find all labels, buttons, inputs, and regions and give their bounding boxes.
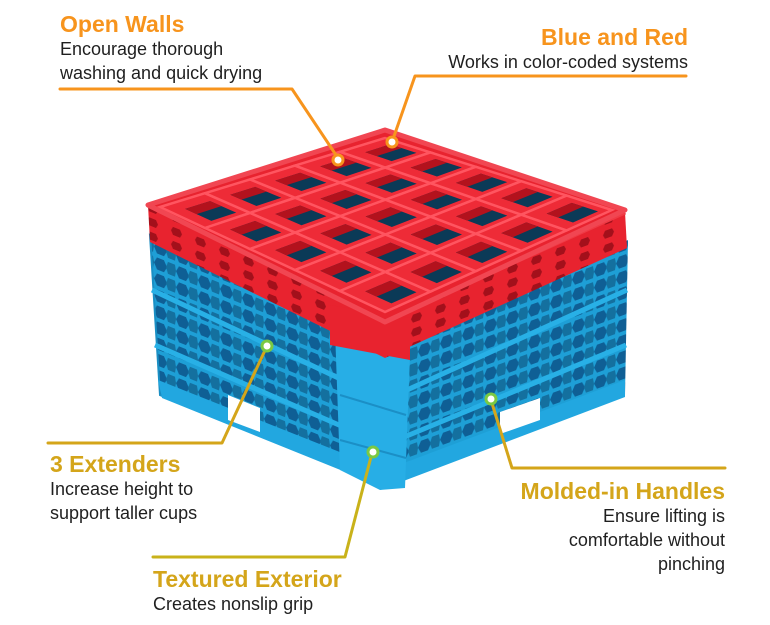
callout-textured-exterior: Textured Exterior Creates nonslip grip <box>153 566 342 616</box>
callout-desc-line: Ensure lifting is <box>602 506 725 526</box>
callout-desc-line: washing and quick drying <box>60 63 263 83</box>
callout-desc-line: support taller cups <box>50 503 198 523</box>
leader-molded-in-handles <box>489 398 727 470</box>
dot-molded-in-handles-icon <box>484 392 498 406</box>
leader-open-walls <box>58 87 340 160</box>
callout-title: Blue and Red <box>541 24 688 50</box>
callout-blue-and-red: Blue and Red Works in color-coded system… <box>448 24 688 74</box>
compartment-cells <box>156 136 616 314</box>
dot-textured-exterior-icon <box>366 445 380 459</box>
dot-blue-and-red-icon <box>385 135 399 149</box>
callout-desc-line: Increase height to <box>50 479 194 499</box>
dot-3-extenders-icon <box>260 339 274 353</box>
callout-desc-line: comfortable without <box>568 530 725 550</box>
dot-open-walls-icon <box>331 153 345 167</box>
callout-desc-line: Creates nonslip grip <box>153 594 314 614</box>
callout-title: 3 Extenders <box>50 451 181 477</box>
leader-3-extenders <box>46 344 269 445</box>
callout-leaders <box>46 74 727 559</box>
callout-title: Open Walls <box>60 11 185 37</box>
blue-extenders-right-face <box>383 240 629 488</box>
callout-title: Molded-in Handles <box>520 478 725 504</box>
callout-desc-line: Works in color-coded systems <box>448 52 688 72</box>
leader-textured-exterior <box>151 451 374 559</box>
callout-desc-line: pinching <box>657 554 725 574</box>
red-rack-right-wall <box>385 212 627 358</box>
red-rack-left-wall <box>148 205 385 358</box>
callout-title: Textured Exterior <box>153 566 342 592</box>
leader-blue-and-red <box>390 74 688 144</box>
callout-dots <box>260 135 498 459</box>
callout-molded-in-handles: Molded-in Handles Ensure lifting is comf… <box>521 478 725 576</box>
blue-corner-post <box>335 330 410 490</box>
blue-extenders-left-face <box>148 233 387 488</box>
callout-open-walls: Open Walls Encourage thorough washing an… <box>60 11 262 85</box>
callout-desc-line: Encourage thorough <box>60 39 224 59</box>
callout-3-extenders: 3 Extenders Increase height to support t… <box>50 451 197 525</box>
